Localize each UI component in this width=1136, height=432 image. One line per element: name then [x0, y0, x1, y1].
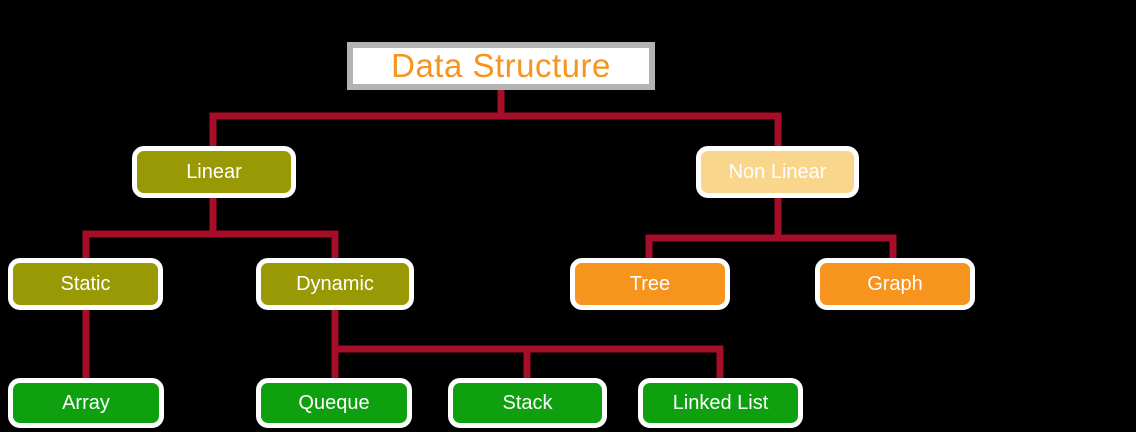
node-label: Linked List [672, 391, 769, 414]
node-linear: Linear [132, 146, 296, 198]
node-label: Stack [502, 391, 553, 414]
node-label: Linear [186, 160, 242, 183]
node-label: Static [60, 272, 111, 295]
node-stack: Stack [448, 378, 607, 428]
node-graph: Graph [815, 258, 975, 310]
node-dynamic: Dynamic [256, 258, 414, 310]
node-label: Dynamic [296, 272, 374, 295]
edge-linear-branch [82, 230, 339, 268]
node-tree: Tree [570, 258, 730, 310]
node-data-structure: Data Structure [347, 42, 655, 90]
node-array: Array [8, 378, 164, 428]
node-linked-list: Linked List [638, 378, 803, 428]
node-label: Queque [298, 391, 370, 414]
node-label: Array [62, 391, 110, 414]
node-static: Static [8, 258, 163, 310]
node-non-linear: Non Linear [696, 146, 859, 198]
node-label: Graph [867, 272, 923, 295]
edge-root-branch [209, 112, 782, 156]
node-label: Data Structure [391, 47, 611, 84]
node-label: Tree [629, 272, 671, 295]
node-label: Non Linear [728, 160, 827, 183]
edge-nonlinear-branch [645, 234, 897, 268]
node-queque: Queque [256, 378, 412, 428]
